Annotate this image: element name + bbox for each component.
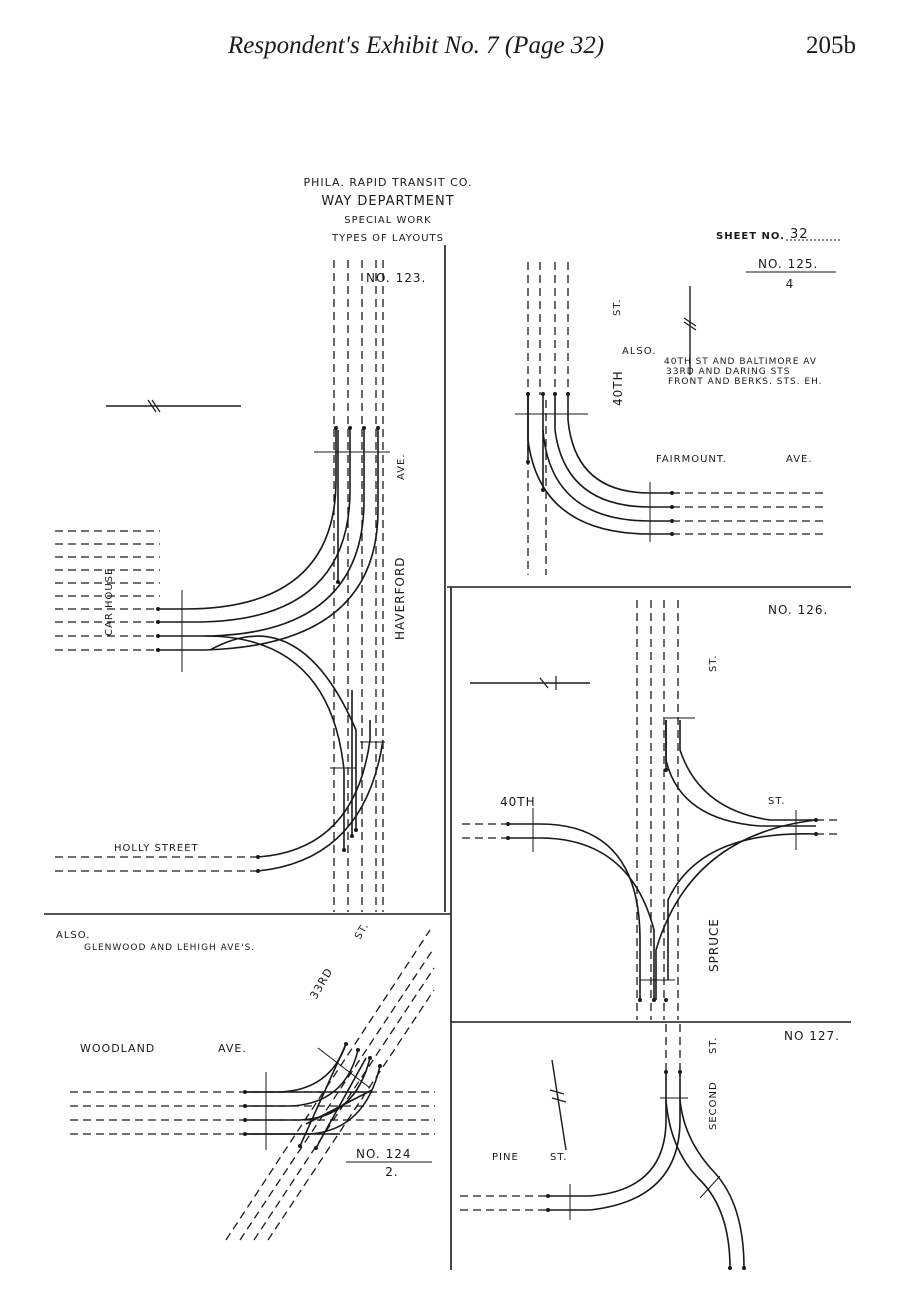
layout-125-street-fairmount-suffix: AVE. [786, 454, 813, 465]
layout-123-street-haverford: HAVERFORD [393, 556, 407, 640]
department-name: WAY DEPARTMENT [321, 194, 454, 209]
layout-127-street-second: SECOND [708, 1081, 719, 1130]
layout-126-street-top-suffix: ST. [708, 655, 719, 672]
layout-127-street-pine-suffix: ST. [550, 1152, 567, 1163]
layout-123-diagram: NO. 123. [55, 260, 426, 912]
work-type: SPECIAL WORK [344, 215, 431, 226]
layout-126-street-spruce: SPRUCE [707, 918, 721, 972]
layout-125-also-line-3: FRONT AND BERKS. STS. EH. [668, 377, 823, 387]
layout-124-street-33rd-suffix: ST. [353, 921, 371, 942]
layout-124-also-text: GLENWOOD AND LEHIGH AVE'S. [84, 943, 255, 953]
sheet-number: 32 [790, 227, 809, 242]
layout-127-street-pine: PINE [492, 1152, 519, 1163]
layout-124-quantity: 2. [385, 1165, 398, 1179]
layout-125-also-line-2: 33RD AND DARING STS [666, 367, 791, 377]
layout-127-number: NO 127. [784, 1029, 840, 1043]
layout-123-street-haverford-suffix: AVE. [396, 453, 407, 480]
title-block: PHILA. RAPID TRANSIT CO. WAY DEPARTMENT … [304, 176, 473, 244]
company-name: PHILA. RAPID TRANSIT CO. [304, 176, 473, 189]
layout-127-diagram: NO 127. SECOND ST. PINE ST. [460, 1024, 840, 1270]
layout-123-car-house-label: CAR HOUSE [104, 568, 115, 636]
layout-124-also-label: ALSO. [56, 930, 90, 941]
layout-124-street-33rd: 33RD [307, 965, 335, 1001]
layout-125-also-label: ALSO. [622, 346, 656, 357]
layout-125-street-40th: 40TH [611, 370, 625, 406]
layout-124-number: NO. 124 [356, 1147, 411, 1161]
layout-125-street-fairmount: FAIRMOUNT. [656, 454, 727, 465]
layout-126-street-right-suffix: ST. [768, 796, 785, 807]
sheet-label: SHEET NO. [716, 231, 785, 242]
layout-124-street-woodland: WOODLAND [80, 1042, 155, 1055]
panel-dividers [44, 245, 851, 1270]
layout-123-holly-street-label: HOLLY STREET [114, 843, 199, 854]
layout-125-street-40th-suffix: ST. [612, 299, 623, 316]
layout-123-number: NO. 123. [366, 271, 426, 285]
layout-125-also-line-1: 40TH ST AND BALTIMORE AV [664, 357, 817, 367]
layout-125-quantity: 4 [786, 277, 795, 291]
layout-126-diagram: NO. 126. 40TH ST. ST. SPRUCE [462, 600, 840, 1020]
layout-126-street-40th: 40TH [500, 795, 536, 809]
layout-126-number: NO. 126. [768, 603, 828, 617]
layout-127-street-second-suffix: ST. [708, 1037, 719, 1054]
layout-125-number: NO. 125. [758, 257, 818, 271]
sheet-number-block: SHEET NO. 32 [716, 227, 840, 242]
layout-124-street-woodland-suffix: AVE. [218, 1042, 247, 1055]
layout-124-diagram: ALSO. GLENWOOD AND LEHIGH AVE'S. 33RD ST… [56, 921, 435, 1241]
layout-125-diagram: NO. 125. 4 40TH ST. ALSO. 40TH ST A [515, 257, 836, 575]
page-number: 205b [806, 32, 856, 59]
drawing-subject: TYPES OF LAYOUTS [331, 233, 444, 244]
exhibit-title: Respondent's Exhibit No. 7 (Page 32) [228, 32, 605, 59]
